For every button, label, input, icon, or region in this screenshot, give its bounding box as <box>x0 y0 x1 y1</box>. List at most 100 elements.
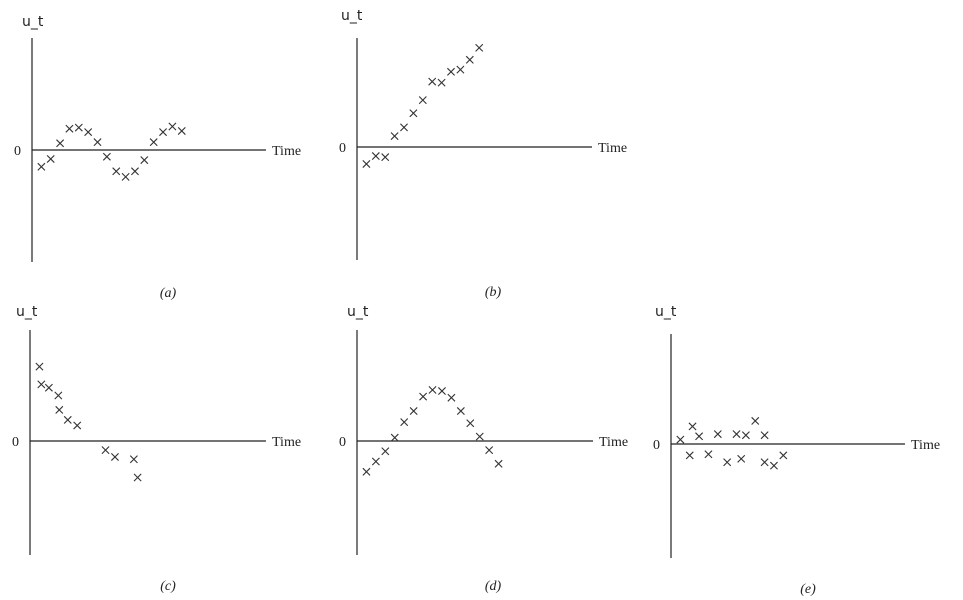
marker-stroke <box>63 415 72 424</box>
data-point-marker <box>390 132 399 141</box>
data-point-marker <box>371 152 380 161</box>
data-point-marker <box>769 461 778 470</box>
data-point-marker <box>149 138 158 147</box>
marker-stroke <box>121 172 130 181</box>
x-axis-label: Time <box>911 438 940 453</box>
panel-caption: (c) <box>160 579 176 594</box>
data-point-marker <box>737 454 746 463</box>
data-point-marker <box>112 167 121 176</box>
marker-stroke <box>101 446 110 455</box>
data-point-marker <box>362 159 371 168</box>
data-point-marker <box>63 415 72 424</box>
marker-stroke <box>456 65 465 74</box>
data-point-marker <box>437 78 446 87</box>
data-point-marker <box>381 447 390 456</box>
marker-stroke <box>494 459 503 468</box>
data-point-marker <box>447 67 455 76</box>
data-point-marker <box>140 156 149 165</box>
marker-stroke <box>140 156 149 165</box>
data-point-marker <box>168 122 177 131</box>
data-point-marker <box>688 422 697 431</box>
data-point-marker <box>129 455 138 464</box>
marker-stroke <box>102 152 111 161</box>
marker-stroke <box>685 451 694 460</box>
zero-tick-label: 0 <box>12 435 19 450</box>
panel-caption: (e) <box>800 582 816 597</box>
data-point-marker <box>54 391 63 400</box>
marker-stroke <box>428 77 437 86</box>
marker-stroke <box>475 432 484 441</box>
marker-stroke <box>741 431 750 440</box>
data-point-marker <box>74 123 83 132</box>
data-point-marker <box>685 451 694 460</box>
data-point-marker <box>362 467 371 476</box>
data-point-marker <box>419 392 428 401</box>
marker-stroke <box>447 67 455 76</box>
data-point-marker <box>741 431 750 440</box>
data-point-marker <box>46 154 55 163</box>
marker-stroke <box>112 167 121 176</box>
data-point-marker <box>456 407 465 416</box>
data-point-marker <box>390 433 399 442</box>
marker-stroke <box>418 96 427 105</box>
marker-stroke <box>713 430 722 439</box>
y-axis-label: u_t <box>341 8 363 24</box>
panel-e: u_t 0 Time (e) <box>653 304 940 597</box>
marker-stroke <box>362 159 371 168</box>
zero-tick-label: 0 <box>653 438 660 453</box>
marker-stroke <box>84 128 93 137</box>
marker-stroke <box>779 451 788 460</box>
data-point-marker <box>494 459 503 468</box>
marker-stroke <box>409 109 418 118</box>
panel-caption: (a) <box>160 286 177 301</box>
marker-stroke <box>130 167 139 176</box>
marker-stroke <box>760 458 769 467</box>
data-point-marker <box>409 109 418 118</box>
data-point-marker <box>676 435 685 444</box>
marker-stroke <box>688 422 697 431</box>
data-point-marker <box>65 124 74 133</box>
data-point-marker <box>695 432 704 441</box>
marker-stroke <box>381 153 390 162</box>
data-point-marker <box>732 430 741 439</box>
data-point-marker <box>35 362 44 371</box>
marker-stroke <box>456 407 465 416</box>
marker-stroke <box>769 461 778 470</box>
marker-stroke <box>676 435 685 444</box>
data-point-marker <box>475 43 484 52</box>
zero-tick-label: 0 <box>339 435 346 450</box>
data-point-marker <box>44 383 53 392</box>
marker-stroke <box>400 418 409 427</box>
data-point-marker <box>133 473 142 482</box>
y-axis-label: u_t <box>655 304 677 320</box>
data-point-marker <box>37 162 46 171</box>
x-axis-label: Time <box>599 435 628 450</box>
data-point-marker <box>37 380 46 389</box>
marker-stroke <box>737 454 746 463</box>
data-point-marker <box>466 419 475 428</box>
data-point-marker <box>84 128 93 137</box>
data-point-marker <box>437 387 446 396</box>
marker-stroke <box>168 122 177 131</box>
data-point-marker <box>465 55 474 64</box>
marker-stroke <box>54 391 63 400</box>
data-point-marker <box>760 458 769 467</box>
data-point-marker <box>177 126 186 135</box>
marker-stroke <box>65 124 74 133</box>
marker-stroke <box>37 380 46 389</box>
data-point-marker <box>55 405 64 414</box>
zero-tick-label: 0 <box>14 144 21 159</box>
data-point-marker <box>704 450 713 459</box>
marker-stroke <box>437 78 446 87</box>
marker-stroke <box>466 419 475 428</box>
data-point-marker <box>110 452 119 461</box>
marker-stroke <box>159 128 168 137</box>
marker-stroke <box>732 430 741 439</box>
data-point-marker <box>73 421 82 430</box>
marker-stroke <box>381 447 390 456</box>
